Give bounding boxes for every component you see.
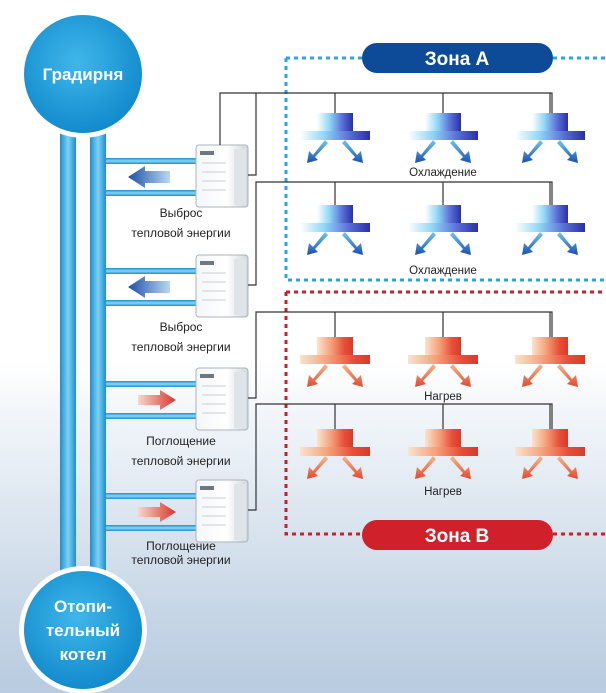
indoor-row-2: Охлаждение xyxy=(248,181,585,286)
airflow-arrow xyxy=(450,140,471,163)
airflow-arrow xyxy=(415,140,436,163)
airflow-arrow xyxy=(557,456,578,479)
zone-a-frame xyxy=(284,56,606,282)
indoor-row-3: Нагрев xyxy=(248,311,585,403)
refrigerant-line xyxy=(248,311,553,399)
airflow-arrow xyxy=(307,140,328,163)
branch-pipe xyxy=(106,493,198,499)
airflow-arrow xyxy=(522,456,543,479)
airflow-arrow xyxy=(307,364,328,387)
zone-a-badge: Зона A xyxy=(362,43,553,73)
branch-pipe xyxy=(106,190,198,196)
cooling-tower-node: Градирня xyxy=(19,10,147,138)
indoor-unit xyxy=(515,205,585,255)
airflow-arrow xyxy=(557,364,578,387)
airflow-arrow xyxy=(415,364,436,387)
indoor-unit xyxy=(515,429,585,479)
unit-side xyxy=(234,149,246,205)
branch-pipe xyxy=(106,381,198,387)
airflow-arrow xyxy=(342,232,363,255)
outdoor-unit-1: Выброс тепловой энергии xyxy=(106,144,249,240)
unit-label-line-1: Выброс xyxy=(160,320,203,334)
unit-logo xyxy=(200,486,214,490)
branch-pipe xyxy=(106,158,198,164)
refrigerant-line xyxy=(248,181,553,286)
heat-absorb-arrow xyxy=(138,390,176,410)
unit-logo xyxy=(200,374,214,378)
boiler-label-line-2: тельный xyxy=(46,621,120,640)
cooling-tower-label: Градирня xyxy=(43,65,124,84)
unit-label-line-2: тепловой энергии xyxy=(131,454,230,468)
airflow-arrow xyxy=(307,456,328,479)
boiler-node: Отопи- тельный котел xyxy=(19,566,147,693)
unit-label-line-1: Поглощение xyxy=(146,434,216,448)
airflow-arrow xyxy=(415,232,436,255)
unit-side xyxy=(234,372,246,428)
indoor-unit xyxy=(300,113,370,163)
zone-a-label: Зона A xyxy=(425,49,490,70)
heat-release-arrow xyxy=(128,166,170,188)
airflow-arrow xyxy=(342,364,363,387)
airflow-arrow xyxy=(450,456,471,479)
mode-label: Охлаждение xyxy=(409,265,477,277)
unit-label-line-1: Поглощение xyxy=(146,539,216,553)
refrigerant-line xyxy=(248,92,553,176)
airflow-arrow xyxy=(557,232,578,255)
unit-side xyxy=(234,484,246,540)
pipe-right xyxy=(90,90,106,640)
airflow-arrow xyxy=(415,456,436,479)
outdoor-unit-2: Выброс тепловой энергии xyxy=(106,254,249,354)
mode-label: Нагрев xyxy=(424,391,462,403)
unit-logo xyxy=(200,261,214,265)
unit-label-line-2: тепловой энергии xyxy=(131,553,230,567)
indoor-unit xyxy=(408,429,478,479)
indoor-unit xyxy=(515,113,585,163)
branch-pipe xyxy=(106,300,198,306)
airflow-arrow xyxy=(342,456,363,479)
heat-absorb-arrow xyxy=(138,502,176,522)
airflow-arrow xyxy=(450,364,471,387)
heat-release-arrow xyxy=(128,276,170,298)
mode-label: Охлаждение xyxy=(409,167,477,179)
zone-b-label: Зона B xyxy=(425,526,490,547)
indoor-unit xyxy=(408,205,478,255)
indoor-unit xyxy=(408,113,478,163)
mode-label: Нагрев xyxy=(424,486,462,498)
zone-b-badge: Зона B xyxy=(362,520,553,550)
indoor-unit xyxy=(515,337,585,387)
unit-label-line-2: тепловой энергии xyxy=(131,226,230,240)
airflow-arrow xyxy=(522,232,543,255)
unit-side xyxy=(234,259,246,315)
outdoor-unit-3: Поглощение тепловой энергии xyxy=(106,367,249,468)
unit-logo xyxy=(200,151,214,155)
airflow-arrow xyxy=(522,364,543,387)
indoor-row-4: Нагрев xyxy=(248,403,585,511)
airflow-arrow xyxy=(342,140,363,163)
airflow-arrow xyxy=(522,140,543,163)
indoor-row-1: Охлаждение xyxy=(219,92,585,179)
boiler-label-line-1: Отопи- xyxy=(54,597,112,616)
zone-b-frame xyxy=(284,290,606,536)
airflow-arrow xyxy=(307,232,328,255)
boiler-label-line-3: котел xyxy=(60,645,107,664)
indoor-unit xyxy=(408,337,478,387)
branch-pipe xyxy=(106,268,198,274)
airflow-arrow xyxy=(557,140,578,163)
airflow-arrow xyxy=(450,232,471,255)
unit-label-line-1: Выброс xyxy=(160,206,203,220)
indoor-unit xyxy=(300,337,370,387)
indoor-unit xyxy=(300,429,370,479)
refrigerant-line xyxy=(248,403,553,511)
indoor-unit xyxy=(300,205,370,255)
branch-pipe xyxy=(106,413,198,419)
branch-pipe xyxy=(106,525,198,531)
refrigerant-line xyxy=(219,92,256,145)
pipe-left xyxy=(60,90,76,640)
unit-label-line-2: тепловой энергии xyxy=(131,340,230,354)
